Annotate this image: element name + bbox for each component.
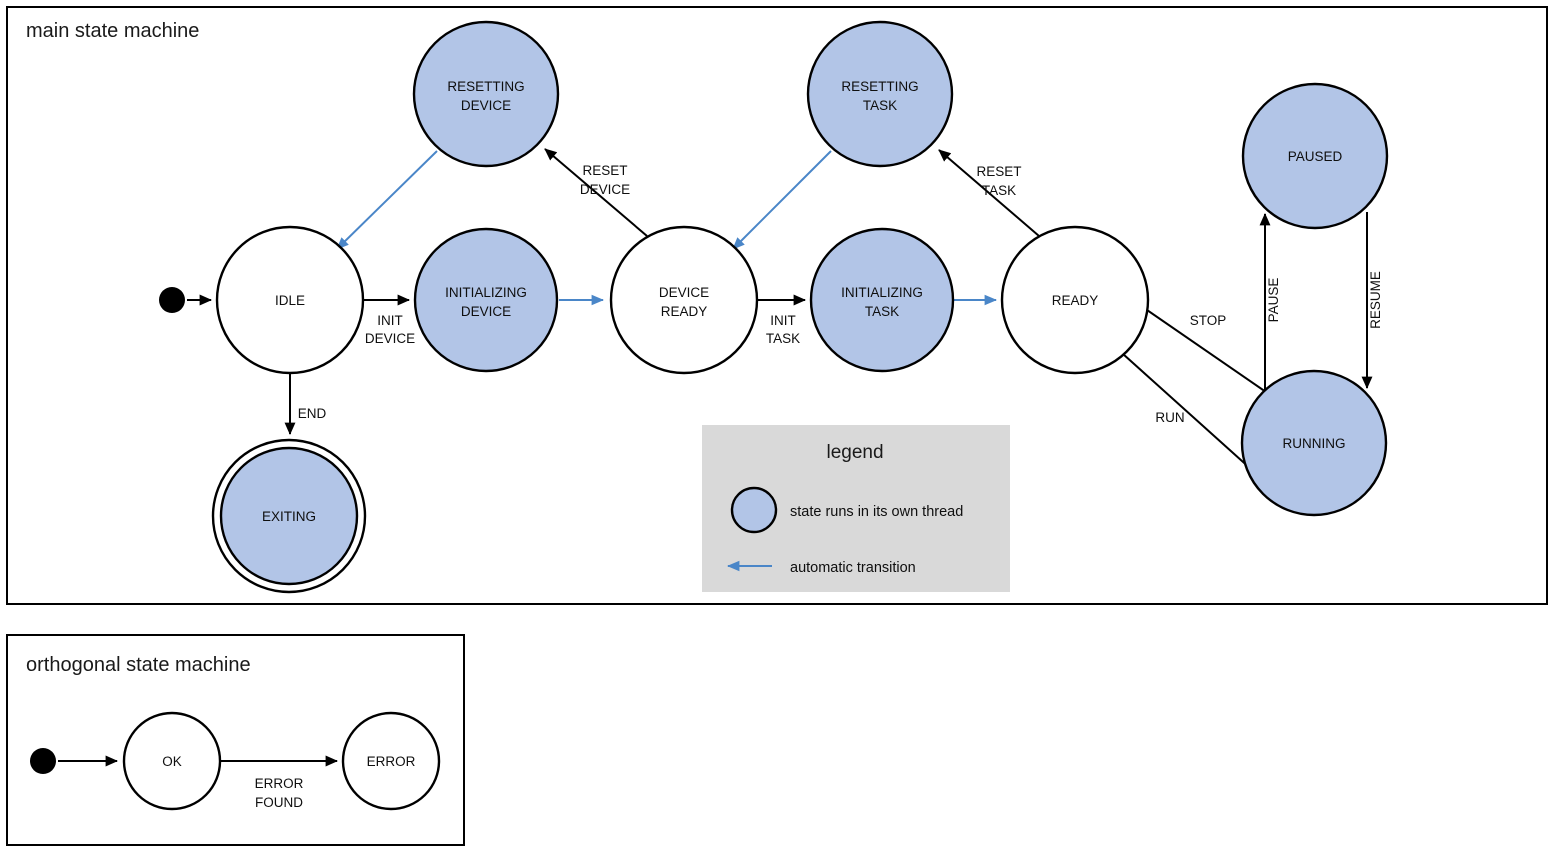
legend-thread-state-swatch	[730, 486, 778, 534]
state-ok[interactable]: OK	[122, 711, 222, 811]
state-resetting-device-label-line2: DEVICE	[461, 98, 511, 113]
orthogonal-frame-title: orthogonal state machine	[26, 654, 251, 676]
state-initializing-task-label-line1: INITIALIZING	[841, 285, 923, 300]
transition-label-init-device-line2: DEVICE	[365, 331, 415, 346]
state-idle-label: IDLE	[275, 293, 305, 308]
start-node-main[interactable]	[159, 287, 185, 313]
state-initializing-task-label-line2: TASK	[865, 304, 899, 319]
transition-label-reset-task-line1: RESET	[976, 164, 1021, 179]
transition-label-reset-device-line1: RESET	[582, 163, 627, 178]
state-ready[interactable]: READY	[1000, 225, 1150, 375]
state-exiting-label: EXITING	[262, 509, 316, 524]
transition-label-resume: RESUME	[1368, 271, 1383, 329]
main-transitions: INIT DEVICE RESET DEVICE INIT TASK RESET…	[187, 148, 1383, 480]
transition-ready-to-running[interactable]	[1122, 353, 1263, 480]
state-error[interactable]: ERROR	[341, 711, 441, 811]
transition-resetting-task-to-device-ready[interactable]	[732, 150, 832, 250]
state-resetting-task-label-line2: TASK	[863, 98, 897, 113]
legend: legend state runs in its own thread auto…	[702, 425, 1010, 592]
state-idle[interactable]: IDLE	[215, 225, 365, 375]
state-ok-label: OK	[162, 754, 182, 769]
state-device-ready-label-line1: DEVICE	[659, 285, 709, 300]
legend-auto-transition-text: automatic transition	[790, 560, 916, 576]
state-resetting-task[interactable]: RESETTING TASK	[806, 20, 954, 168]
transition-label-init-device-line1: INIT	[377, 313, 403, 328]
state-exiting-inner-circle	[219, 446, 359, 586]
transition-label-init-task-line2: TASK	[766, 331, 800, 346]
state-initializing-device[interactable]: INITIALIZING DEVICE	[413, 227, 559, 373]
state-running-label: RUNNING	[1283, 436, 1346, 451]
state-running[interactable]: RUNNING	[1240, 369, 1388, 517]
legend-title: legend	[826, 442, 883, 463]
transition-label-error-found-line2: FOUND	[255, 795, 303, 810]
transition-label-init-task-line1: INIT	[770, 313, 796, 328]
state-paused-label: PAUSED	[1288, 149, 1343, 164]
transition-label-error-found-line1: ERROR	[255, 776, 304, 791]
state-initializing-task[interactable]: INITIALIZING TASK	[809, 227, 955, 373]
orthogonal-transitions: ERROR FOUND	[58, 755, 338, 810]
transition-label-end: END	[298, 406, 327, 421]
transition-label-stop: STOP	[1190, 313, 1227, 328]
main-frame-title: main state machine	[26, 20, 199, 42]
transition-label-reset-device-line2: DEVICE	[580, 182, 630, 197]
state-ready-label: READY	[1052, 293, 1099, 308]
orthogonal-states: OK ERROR	[30, 711, 441, 811]
state-device-ready-label-line2: READY	[661, 304, 708, 319]
transition-ready-to-resetting-task[interactable]	[938, 149, 1040, 237]
legend-thread-state-text: state runs in its own thread	[790, 504, 963, 520]
state-exiting[interactable]: EXITING	[211, 438, 367, 594]
transition-device-ready-to-resetting-device[interactable]	[544, 148, 648, 237]
state-initializing-device-label-line1: INITIALIZING	[445, 285, 527, 300]
main-states: IDLE RESETTING DEVICE INITIALIZING DEVIC…	[159, 20, 1389, 594]
state-resetting-task-label-line1: RESETTING	[841, 79, 918, 94]
state-error-label: ERROR	[367, 754, 416, 769]
transition-label-reset-task-line2: TASK	[982, 183, 1016, 198]
state-resetting-device-label-line1: RESETTING	[447, 79, 524, 94]
transition-resetting-device-to-idle[interactable]	[336, 150, 438, 250]
state-device-ready[interactable]: DEVICE READY	[609, 225, 759, 375]
state-paused[interactable]: PAUSED	[1241, 82, 1389, 230]
state-initializing-device-label-line2: DEVICE	[461, 304, 511, 319]
transition-label-run: RUN	[1155, 410, 1184, 425]
transition-label-pause: PAUSE	[1266, 278, 1281, 323]
state-resetting-device[interactable]: RESETTING DEVICE	[412, 20, 560, 168]
start-node-orthogonal[interactable]	[30, 748, 56, 774]
transition-running-to-ready[interactable]	[1130, 298, 1267, 393]
